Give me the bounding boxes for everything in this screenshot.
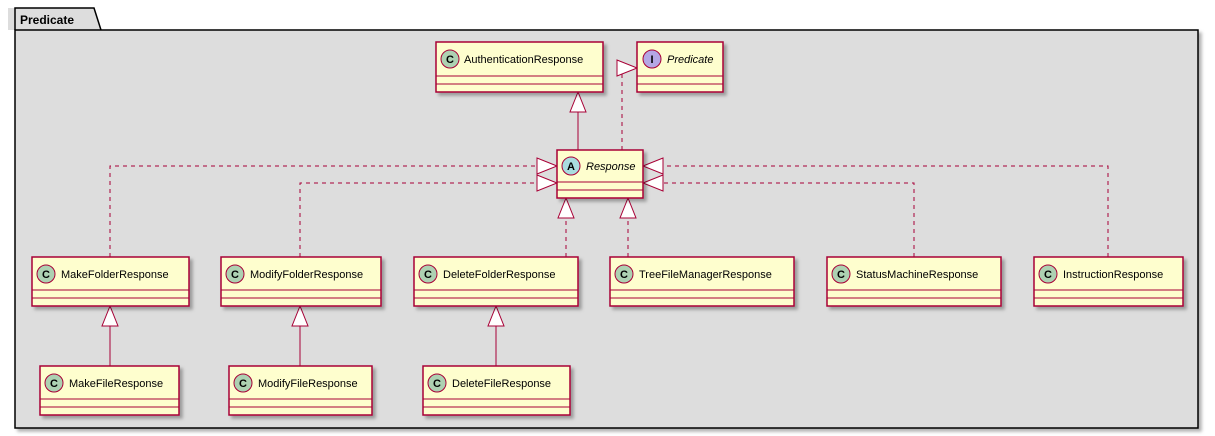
class-delete-folder-response[interactable]: C DeleteFolderResponse bbox=[413, 256, 579, 307]
svg-text:C: C bbox=[50, 378, 58, 390]
edge-modifyfolder-response bbox=[299, 182, 537, 257]
package-tab bbox=[14, 7, 102, 31]
package-body bbox=[14, 29, 1199, 429]
relations-layer bbox=[101, 59, 1109, 366]
arrowhead-treefilemanager-response bbox=[619, 196, 637, 219]
arrowhead-modifyfile-modifyfolder bbox=[291, 304, 309, 327]
class-name: MakeFolderResponse bbox=[61, 269, 169, 281]
svg-text:C: C bbox=[1044, 269, 1052, 281]
class-name: TreeFileManagerResponse bbox=[639, 269, 772, 281]
class-authentication-response[interactable]: C AuthenticationResponse bbox=[435, 41, 604, 93]
class-make-file-response[interactable]: C MakeFileResponse bbox=[39, 365, 180, 416]
class-badge-icon: C bbox=[440, 49, 460, 69]
class-badge-icon: C bbox=[36, 264, 56, 284]
svg-text:I: I bbox=[650, 54, 653, 66]
svg-text:C: C bbox=[424, 269, 432, 281]
svg-text:C: C bbox=[446, 54, 454, 66]
class-badge-icon: C bbox=[418, 264, 438, 284]
arrowhead-modifyfolder-response bbox=[536, 174, 559, 192]
svg-text:A: A bbox=[567, 161, 575, 173]
arrowhead-instruction-response bbox=[641, 157, 664, 175]
class-modify-folder-response[interactable]: C ModifyFolderResponse bbox=[220, 256, 382, 307]
svg-text:C: C bbox=[620, 269, 628, 281]
class-name: Response bbox=[586, 161, 636, 173]
class-make-folder-response[interactable]: C MakeFolderResponse bbox=[31, 256, 190, 307]
edge-statusmachine-response bbox=[663, 182, 915, 257]
class-delete-file-response[interactable]: C DeleteFileResponse bbox=[422, 365, 571, 416]
class-name: MakeFileResponse bbox=[69, 378, 163, 390]
svg-text:C: C bbox=[433, 378, 441, 390]
class-name: InstructionResponse bbox=[1063, 269, 1163, 281]
edge-makefolder-response bbox=[109, 165, 537, 257]
class-name: AuthenticationResponse bbox=[464, 54, 583, 66]
abstract-class-response[interactable]: A Response bbox=[556, 149, 644, 199]
class-status-machine-response[interactable]: C StatusMachineResponse bbox=[826, 256, 1002, 307]
abstract-badge-icon: A bbox=[561, 156, 581, 176]
class-badge-icon: C bbox=[614, 264, 634, 284]
arrowhead-deletefolder-response bbox=[557, 196, 575, 219]
svg-text:C: C bbox=[837, 269, 845, 281]
class-badge-icon: C bbox=[225, 264, 245, 284]
class-name: Predicate bbox=[667, 54, 713, 66]
class-name: ModifyFolderResponse bbox=[250, 269, 363, 281]
class-badge-icon: C bbox=[233, 373, 253, 393]
interface-badge-icon: I bbox=[642, 49, 662, 69]
class-badge-icon: C bbox=[1038, 264, 1058, 284]
classes-layer: C AuthenticationResponse I Predicate A R… bbox=[31, 41, 1184, 416]
class-name: ModifyFileResponse bbox=[258, 378, 358, 390]
svg-text:C: C bbox=[231, 269, 239, 281]
class-badge-icon: C bbox=[831, 264, 851, 284]
arrowhead-makefile-makefolder bbox=[101, 304, 119, 327]
edge-instruction-response bbox=[663, 165, 1109, 257]
class-badge-icon: C bbox=[427, 373, 447, 393]
class-modify-file-response[interactable]: C ModifyFileResponse bbox=[228, 365, 373, 416]
arrowhead-response-predicate bbox=[616, 59, 639, 77]
class-name: DeleteFolderResponse bbox=[443, 269, 556, 281]
interface-predicate[interactable]: I Predicate bbox=[636, 41, 724, 93]
arrowhead-response-authentication bbox=[569, 90, 587, 113]
class-name: DeleteFileResponse bbox=[452, 378, 551, 390]
arrowhead-makefolder-response bbox=[536, 157, 559, 175]
svg-text:C: C bbox=[42, 269, 50, 281]
arrowhead-statusmachine-response bbox=[641, 174, 664, 192]
class-tree-file-manager-response[interactable]: C TreeFileManagerResponse bbox=[609, 256, 795, 307]
class-name: StatusMachineResponse bbox=[856, 269, 978, 281]
arrowhead-deletefile-deletefolder bbox=[487, 304, 505, 327]
class-instruction-response[interactable]: C InstructionResponse bbox=[1033, 256, 1184, 307]
svg-text:C: C bbox=[239, 378, 247, 390]
package-title: Predicate bbox=[20, 13, 74, 27]
class-badge-icon: C bbox=[44, 373, 64, 393]
